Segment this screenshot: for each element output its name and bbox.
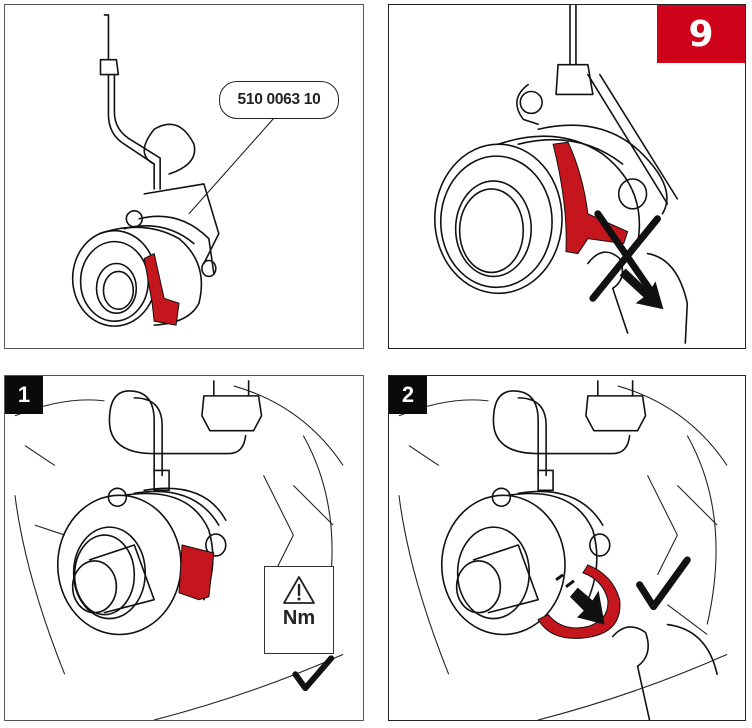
torque-warning-box: Nm <box>264 566 334 654</box>
page-number-badge: 9 <box>657 5 745 63</box>
panel-step-2: 2 <box>388 375 746 721</box>
retainer-removal-warning-illustration <box>433 5 689 344</box>
check-mark-icon <box>292 655 335 692</box>
warning-triangle-icon <box>283 576 315 604</box>
part-number-label: 510 0063 10 <box>219 81 339 119</box>
torque-unit-label: Nm <box>282 607 316 629</box>
clip-removal-illustration <box>398 380 728 720</box>
panel-do-not-remove: 9 <box>388 4 746 349</box>
step-number-badge: 2 <box>389 376 427 414</box>
panel-step-1: 1 Nm <box>4 375 364 721</box>
slave-cylinder-illustration <box>71 14 276 327</box>
installed-cylinder-illustration <box>14 380 344 720</box>
arrow-icon <box>555 573 605 625</box>
retainer-clip <box>143 252 180 326</box>
check-mark-icon <box>636 556 691 611</box>
retainer-clip <box>537 564 621 639</box>
retainer-clip <box>178 544 215 601</box>
panel-overview: 510 0063 10 <box>4 4 364 349</box>
cross-mark-icon <box>589 210 661 302</box>
step-number-badge: 1 <box>5 376 43 414</box>
arrow-icon <box>619 268 664 310</box>
